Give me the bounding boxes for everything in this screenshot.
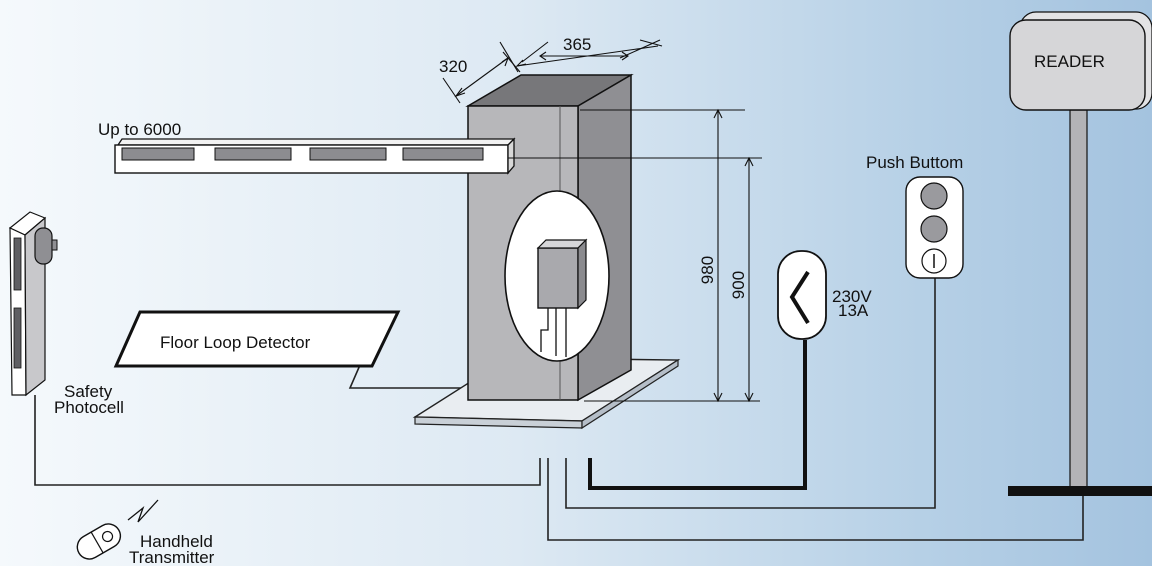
power-cable xyxy=(588,340,807,490)
transmitter-label-line1: Handheld xyxy=(140,532,213,551)
barrier-arm xyxy=(114,137,516,175)
wiring xyxy=(34,278,1084,541)
depth-dimension: 320 xyxy=(439,57,467,76)
power-voltage-label: 230V xyxy=(832,287,872,306)
power-current-label: 13A xyxy=(838,301,869,320)
photocell-wire xyxy=(34,395,541,486)
push-button-middle xyxy=(920,215,948,243)
transmitter-label-line2: Transmitter xyxy=(129,548,215,566)
power-socket xyxy=(777,250,827,340)
floor-loop-wire xyxy=(348,364,470,389)
socket-chevron-icon xyxy=(789,270,810,325)
floor-loop-detector xyxy=(113,310,401,368)
signal-icon xyxy=(127,499,159,523)
safety-photocell xyxy=(8,211,58,397)
floor-loop-label: Floor Loop Detector xyxy=(160,333,311,352)
reader-label: READER xyxy=(1034,52,1105,71)
control-box xyxy=(536,238,588,357)
card-reader xyxy=(1008,11,1152,496)
reader-wire xyxy=(547,458,1084,541)
width-dimension: 365 xyxy=(563,35,591,54)
arm-length-label: Up to 6000 xyxy=(98,120,181,139)
handheld-transmitter xyxy=(76,499,159,560)
push-button-top xyxy=(920,182,948,210)
photocell-label-line1: Safety xyxy=(64,382,113,401)
height-dimensions xyxy=(508,108,762,403)
total-height-dimension: 980 xyxy=(698,256,717,284)
photocell-label-line2: Photocell xyxy=(54,398,124,417)
push-button-wire xyxy=(565,278,936,509)
push-button-label: Push Buttom xyxy=(866,153,963,172)
arm-height-dimension: 900 xyxy=(729,271,748,299)
push-button-station xyxy=(905,176,964,279)
top-dimensions xyxy=(442,39,663,104)
barrier-cabinet xyxy=(465,73,634,402)
